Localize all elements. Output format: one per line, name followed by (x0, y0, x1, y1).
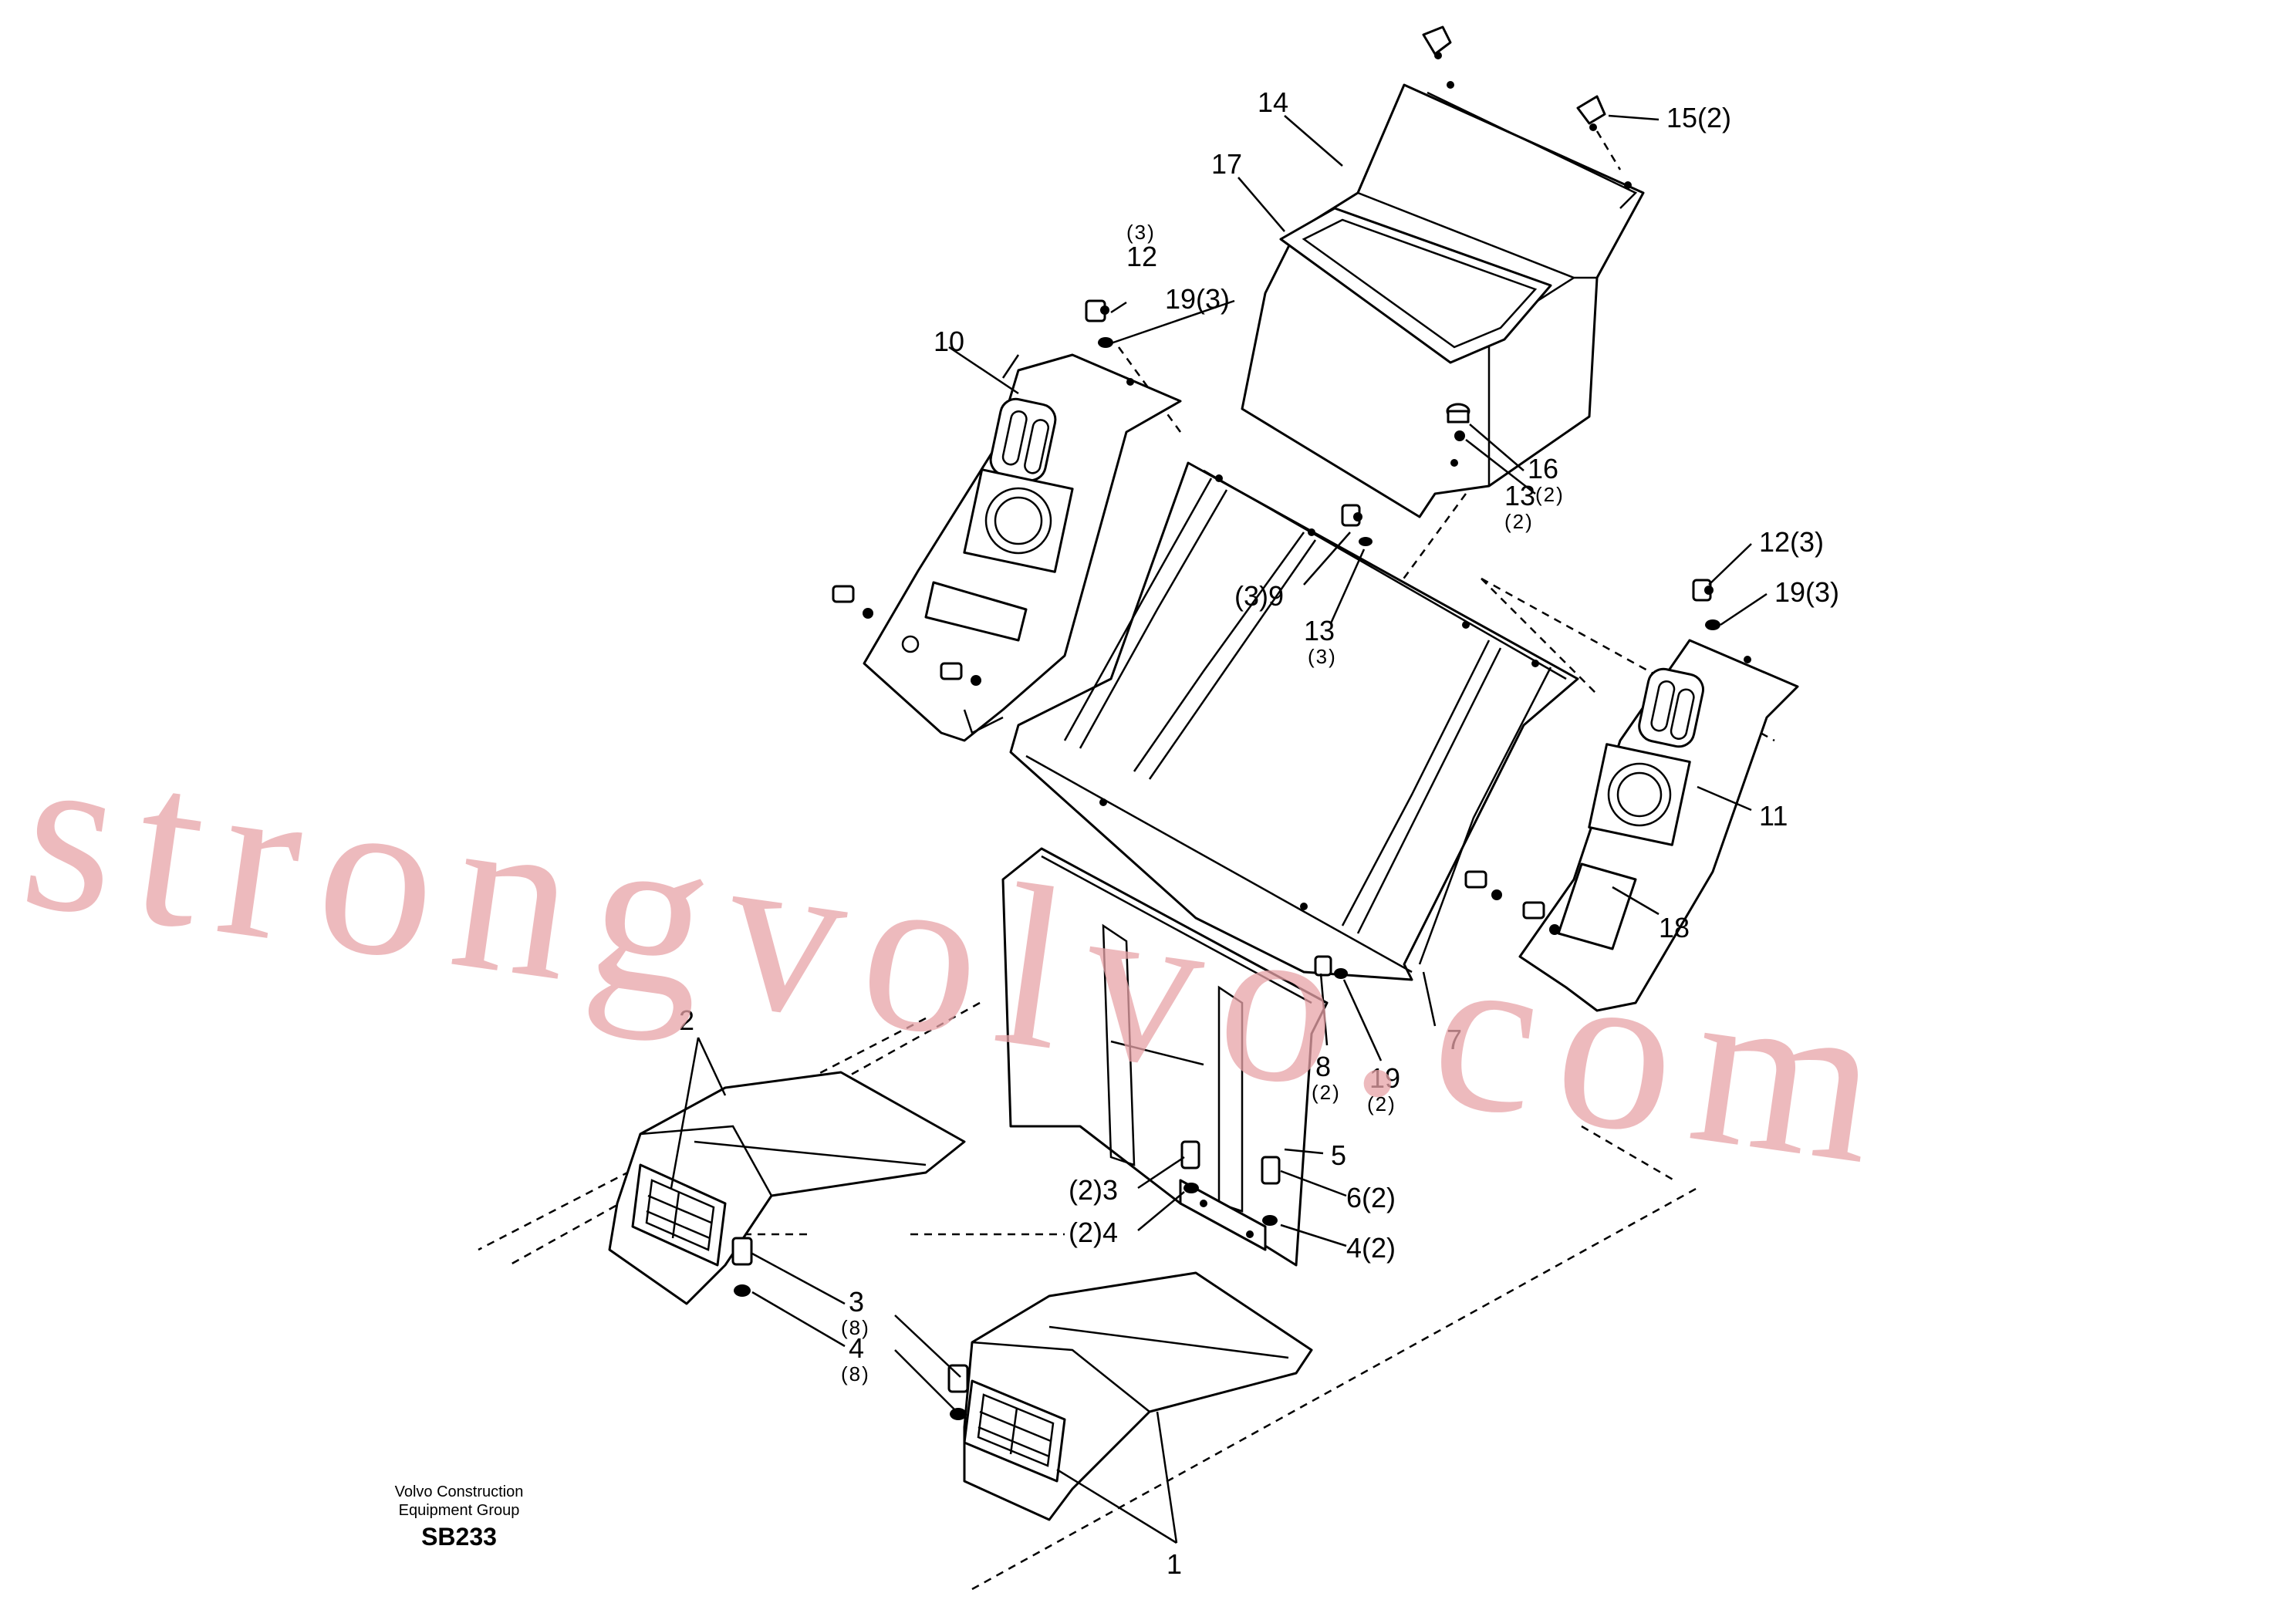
washer-4-center (1183, 1183, 1199, 1193)
bolt-3-duct (731, 1237, 753, 1266)
callout-14: 14 (1258, 86, 1288, 118)
bolt-side-left (832, 585, 873, 619)
callout-12: 12 (1126, 241, 1157, 272)
washer-19-center (1334, 968, 1348, 979)
callout-12-right: 12(3) (1759, 526, 1824, 558)
callout-3-center: (2)3 (1069, 1174, 1118, 1206)
callout-13-center-qty: (3) (1308, 645, 1337, 668)
callout-17: 17 (1211, 148, 1242, 180)
duct-vent-grille-1 (963, 1379, 1066, 1483)
callout-19-center-qty: (2) (1367, 1092, 1396, 1115)
floor-duct-2 (608, 1071, 966, 1305)
callout-10: 10 (934, 326, 964, 357)
bolt-12-right (1692, 579, 1714, 602)
callout-13-top-qty: (2) (1504, 510, 1534, 533)
knob-15-right (1576, 95, 1606, 131)
side-panel-10 (863, 353, 1182, 742)
washer-19-left (1098, 337, 1113, 348)
callout-16-qty: (2) (1535, 483, 1565, 506)
callout-4-duct-qty: (8) (841, 1362, 870, 1385)
center-console-5 (1001, 847, 1329, 1267)
washer-4-duct (734, 1284, 751, 1297)
callout-4-duct: 4 (849, 1332, 864, 1364)
diagram-code: SB233 (421, 1523, 497, 1551)
floor-duct-1 (963, 1271, 1313, 1521)
callout-19-left: 19(3) (1165, 283, 1230, 315)
callout-4-right: 4(2) (1346, 1232, 1396, 1264)
bolt-side-right (1464, 870, 1502, 900)
washer-19-right (1705, 619, 1720, 630)
callout-11: 11 (1759, 800, 1788, 832)
duct-vent-grille-2 (631, 1163, 727, 1267)
callout-8: 8 (1315, 1051, 1331, 1082)
washer-13-center (1359, 537, 1373, 546)
publisher-caption: Volvo Construction Equipment Group SB233 (363, 1483, 555, 1554)
caption-line-2: Equipment Group (398, 1502, 520, 1519)
callout-3-duct: 3 (849, 1286, 864, 1318)
box-tray-17 (1279, 207, 1552, 364)
frame-7 (1009, 461, 1579, 981)
bolt-3-center (1180, 1140, 1200, 1169)
knob-15-left (1422, 25, 1452, 59)
callout-15: 15(2) (1666, 102, 1731, 133)
bolt-side-right-2 (1522, 901, 1560, 935)
callout-12-qty: (3) (1126, 221, 1156, 244)
callout-18: 18 (1659, 912, 1690, 943)
callout-6: 6(2) (1346, 1182, 1396, 1213)
callout-19-center: 19 (1369, 1062, 1400, 1094)
bolt-8 (1314, 955, 1332, 977)
bolt-6 (1261, 1156, 1281, 1185)
washer-4-right (1262, 1215, 1278, 1226)
callout-5: 5 (1331, 1139, 1346, 1171)
caption-line-1: Volvo Construction (394, 1483, 524, 1500)
callout-labels: 14 17 15(2) (3) 12 19(3) 10 16 (2) 13 (2… (679, 86, 1839, 1580)
leader-lines (670, 114, 1768, 1544)
cap-16 (1446, 403, 1470, 441)
callout-7: 7 (1447, 1024, 1462, 1055)
side-panel-11 (1518, 639, 1799, 1012)
bolt-12-left (1085, 299, 1109, 322)
bolt-side-left-2 (940, 662, 981, 686)
bolt-3-duct-front (947, 1364, 969, 1393)
callout-4-center: (2)4 (1069, 1217, 1118, 1248)
callout-19-right: 19(3) (1774, 576, 1839, 608)
callout-13-top: 13 (1504, 480, 1535, 511)
callout-9: (3)9 (1234, 580, 1284, 612)
callout-16: 16 (1528, 453, 1558, 484)
callout-8-qty: (2) (1312, 1081, 1341, 1104)
callout-13-center: 13 (1304, 615, 1335, 646)
callout-2: 2 (679, 1004, 694, 1036)
callout-1: 1 (1167, 1548, 1182, 1580)
bolt-9 (1341, 504, 1362, 527)
callout-3-duct-qty: (8) (841, 1316, 870, 1339)
